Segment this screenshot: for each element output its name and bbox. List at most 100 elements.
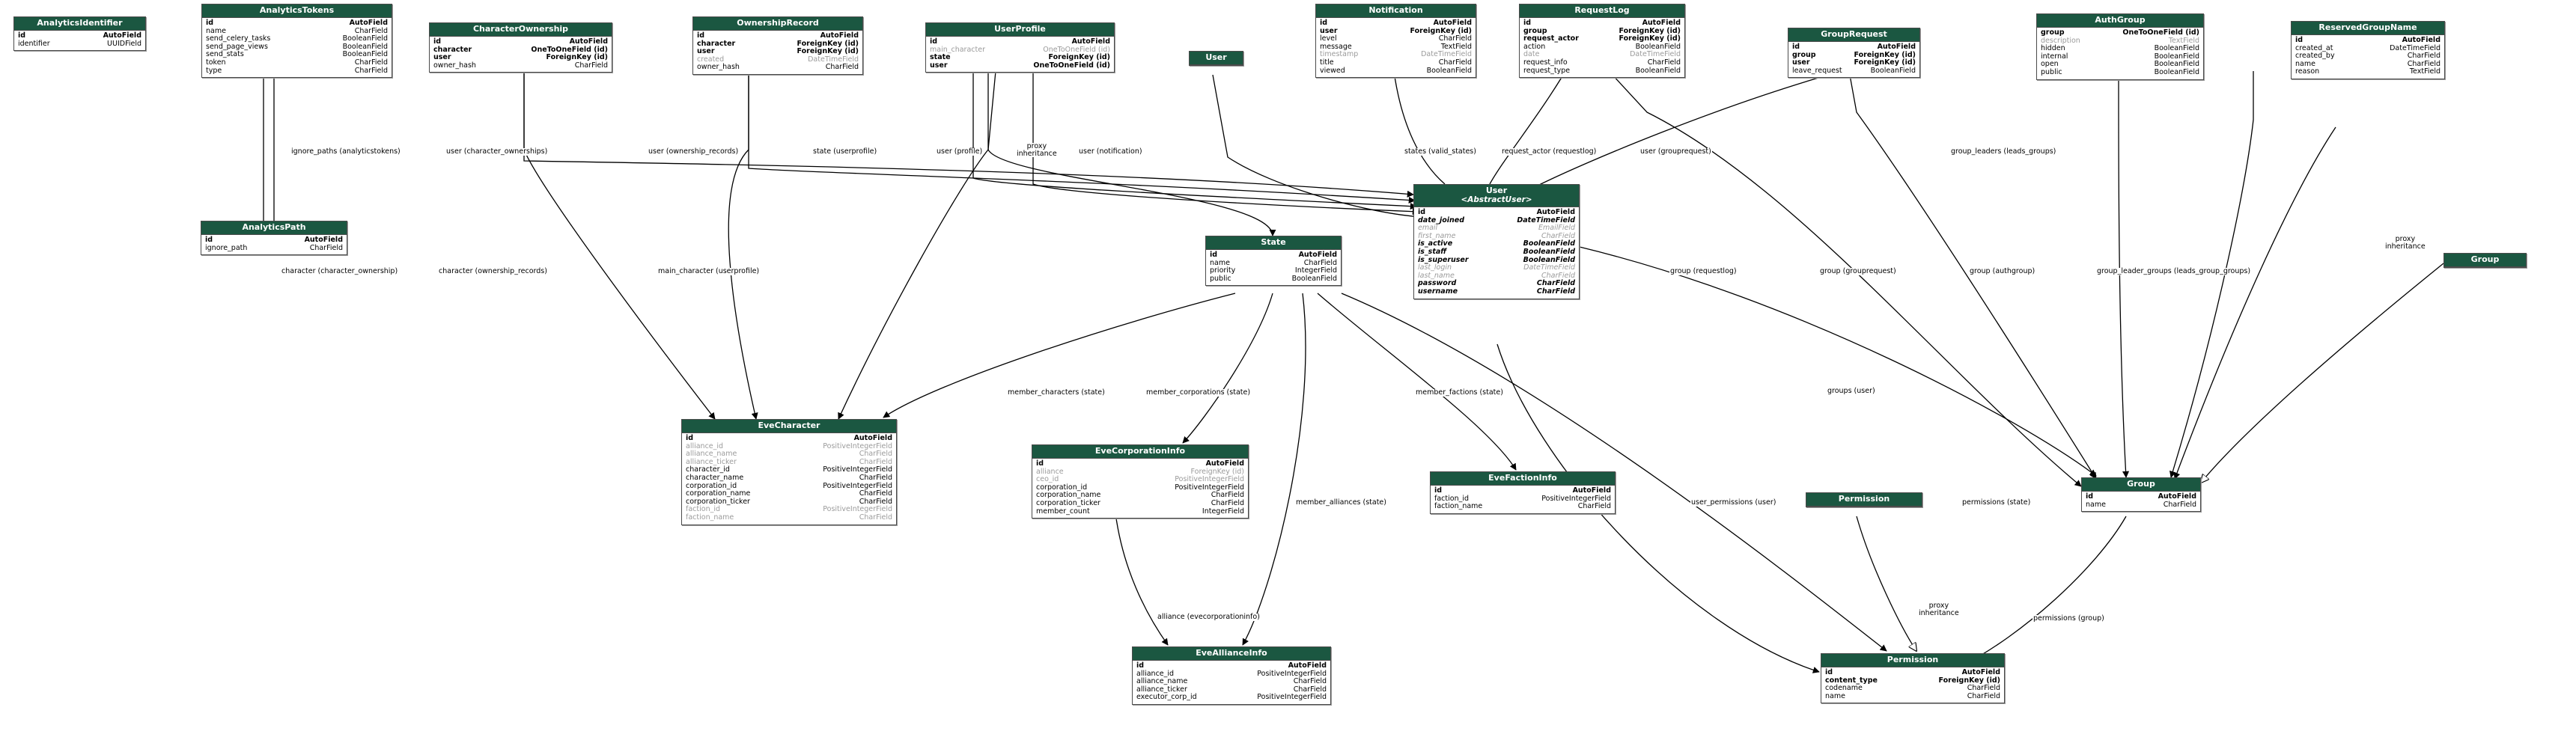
field-row: user ForeignKey (id) <box>433 54 608 62</box>
field-name: internal <box>2041 52 2068 61</box>
field-type: DateTimeField <box>1630 50 1681 59</box>
field-type: PositiveIntegerField <box>823 481 892 490</box>
field-name: character <box>433 45 472 54</box>
field-name: group <box>2041 28 2065 37</box>
field-name: state <box>930 53 951 62</box>
field-type: OneToOneField (id) <box>2122 28 2199 37</box>
edge-label-l7: user (notification) <box>1078 147 1143 156</box>
field-name: is_active <box>1418 239 1453 248</box>
field-name: level <box>1320 34 1337 43</box>
field-name: faction_name <box>686 513 734 522</box>
field-name: description <box>2041 36 2080 45</box>
field-name: is_staff <box>1418 247 1447 256</box>
field-name: id <box>2086 492 2094 501</box>
field-type: ForeignKey (id) <box>546 53 608 62</box>
field-type: PositiveIntegerField <box>1257 693 1327 702</box>
field-type: EmailField <box>1538 224 1575 233</box>
field-name: public <box>2041 67 2062 76</box>
field-type: CharField <box>1211 498 1244 507</box>
field-type: ForeignKey (id) <box>1190 467 1245 476</box>
entity-name: EveFactionInfo <box>1488 473 1557 483</box>
field-type: CharField <box>309 243 343 252</box>
field-name: send_celery_tasks <box>206 34 271 43</box>
field-name: name <box>2086 500 2106 509</box>
field-name: created_by <box>2295 52 2335 61</box>
field-type: BooleanField <box>2154 44 2199 53</box>
edge-label-l26: permissions (state) <box>1961 498 2032 507</box>
field-name: id <box>433 37 442 46</box>
entity-permission_plain[interactable]: Permission <box>1806 492 1922 507</box>
field-type: CharField <box>1211 491 1244 500</box>
field-name: name <box>2295 59 2315 68</box>
field-type: BooleanField <box>1870 66 1916 75</box>
field-name: user <box>433 53 451 62</box>
field-name: action <box>1523 42 1546 51</box>
field-name: name <box>206 26 226 35</box>
field-name: message <box>1320 42 1352 51</box>
field-name: corporation_name <box>686 489 751 498</box>
field-name: alliance_name <box>1136 677 1188 686</box>
edge-label-l27: alliance (evecorporationinfo) <box>1157 613 1261 621</box>
entity-name: Permission <box>1838 494 1890 504</box>
field-type: CharField <box>825 63 859 72</box>
entity-title-characterownership: CharacterOwnership <box>430 23 612 37</box>
field-type: AutoField <box>1298 251 1337 259</box>
entity-title-analyticspath: AnalyticsPath <box>201 221 347 235</box>
entity-name: User <box>1205 52 1227 62</box>
field-name: identifier <box>18 39 50 48</box>
field-name: request_info <box>1523 58 1568 67</box>
entity-name: Group <box>2470 254 2500 264</box>
field-name: alliance_name <box>686 450 737 459</box>
entity-user_plain[interactable]: User <box>1189 51 1243 66</box>
field-type: AutoField <box>2402 36 2440 44</box>
entity-group_plain[interactable]: Group <box>2443 253 2527 268</box>
field-type: CharField <box>859 497 892 506</box>
